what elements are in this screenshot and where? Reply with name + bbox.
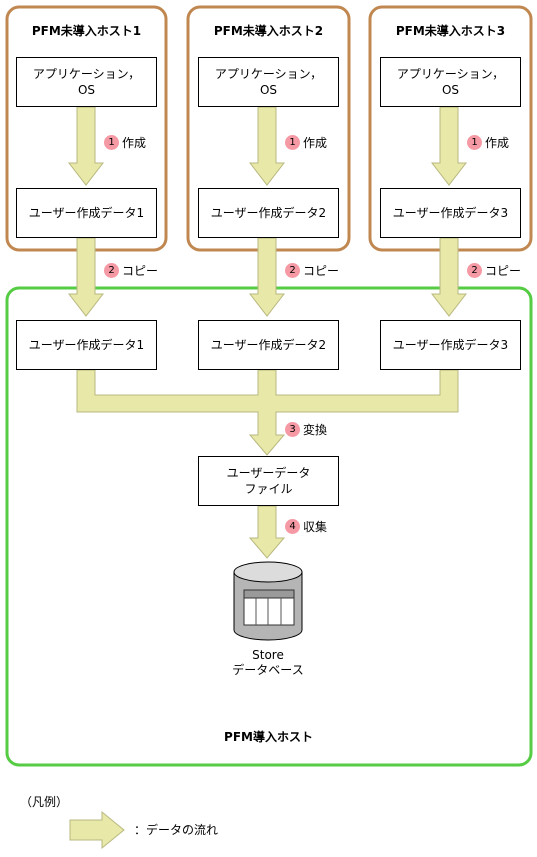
step-label: 作成 xyxy=(303,136,328,150)
pfm-user-data-box-3: ユーザー作成データ3 xyxy=(380,320,521,370)
host1-app-os-box: アプリケーション， OS xyxy=(16,57,157,107)
step-number-badge: 2 xyxy=(285,263,300,278)
app-os-label-line1: アプリケーション， xyxy=(396,67,505,81)
step-number-badge: 3 xyxy=(285,422,300,437)
step-number-badge: 1 xyxy=(467,135,482,150)
step-number-badge: 1 xyxy=(104,135,119,150)
user-data-label: ユーザー作成データ3 xyxy=(392,338,509,352)
step-number-badge: 4 xyxy=(285,519,300,534)
store-database-icon xyxy=(233,561,303,641)
user-data-label: ユーザー作成データ1 xyxy=(28,206,145,220)
pfm-host-title: PFM導入ホスト xyxy=(224,730,313,744)
user-data-label: ユーザー作成データ2 xyxy=(210,338,327,352)
user-data-label: ユーザー作成データ1 xyxy=(28,338,145,352)
app-os-label-line1: アプリケーション， xyxy=(214,67,323,81)
step-convert: 3 変換 xyxy=(285,421,327,438)
step-number-badge: 1 xyxy=(285,135,300,150)
step-label: コピー xyxy=(303,264,340,278)
step-collect: 4 収集 xyxy=(285,518,327,535)
host2-app-os-box: アプリケーション， OS xyxy=(198,57,339,107)
legend-arrow-label: ：データの流れ xyxy=(134,823,219,837)
legend-title: （凡例） xyxy=(20,795,69,809)
convert-merge-arrow xyxy=(76,369,459,456)
app-os-label-line1: アプリケーション， xyxy=(32,67,141,81)
step-label: 収集 xyxy=(303,520,328,534)
user-data-file-line1: ユーザーデータ xyxy=(226,466,311,480)
user-data-label: ユーザー作成データ3 xyxy=(392,206,509,220)
copy-arrow-3 xyxy=(430,237,468,317)
pfm-user-data-box-2: ユーザー作成データ2 xyxy=(198,320,339,370)
copy-arrow-2 xyxy=(248,237,286,317)
step-number-badge: 2 xyxy=(104,263,119,278)
copy-arrow-1 xyxy=(67,237,105,317)
app-os-label-line2: OS xyxy=(77,83,96,97)
step-label: 変換 xyxy=(303,423,328,437)
host3-title: PFM未導入ホスト3 xyxy=(395,24,506,38)
step-copy-2: 2 コピー xyxy=(285,262,339,279)
create-arrow-3 xyxy=(430,106,468,186)
step-create-1: 1 作成 xyxy=(104,134,146,151)
host3-user-data-box: ユーザー作成データ3 xyxy=(380,188,521,238)
host2-title: PFM未導入ホスト2 xyxy=(213,24,324,38)
step-create-2: 1 作成 xyxy=(285,134,327,151)
app-os-label-line2: OS xyxy=(441,83,460,97)
store-label: Store xyxy=(252,648,284,662)
user-data-file-box: ユーザーデータ ファイル xyxy=(198,456,339,506)
step-label: 作成 xyxy=(122,136,147,150)
legend-arrow xyxy=(69,810,125,850)
host1-user-data-box: ユーザー作成データ1 xyxy=(16,188,157,238)
create-arrow-1 xyxy=(67,106,105,186)
step-copy-1: 2 コピー xyxy=(104,262,158,279)
step-label: コピー xyxy=(485,264,522,278)
create-arrow-2 xyxy=(248,106,286,186)
host3-app-os-box: アプリケーション， OS xyxy=(380,57,521,107)
pfm-user-data-box-1: ユーザー作成データ1 xyxy=(16,320,157,370)
user-data-file-line2: ファイル xyxy=(244,482,293,496)
host1-title: PFM未導入ホスト1 xyxy=(31,24,142,38)
step-number-badge: 2 xyxy=(467,263,482,278)
step-label: 作成 xyxy=(485,136,510,150)
host2-user-data-box: ユーザー作成データ2 xyxy=(198,188,339,238)
store-database-label: データベース xyxy=(232,663,304,677)
user-data-label: ユーザー作成データ2 xyxy=(210,206,327,220)
app-os-label-line2: OS xyxy=(259,83,278,97)
step-label: コピー xyxy=(122,264,159,278)
collect-arrow xyxy=(248,505,286,559)
step-copy-3: 2 コピー xyxy=(467,262,521,279)
step-create-3: 1 作成 xyxy=(467,134,509,151)
